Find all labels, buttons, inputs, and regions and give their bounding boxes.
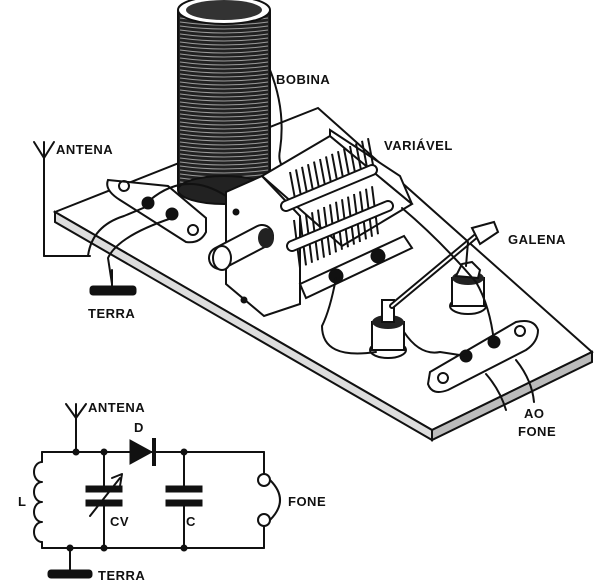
coil-winding: [179, 125, 269, 130]
label-fone-schematic: FONE: [288, 494, 326, 509]
coil-winding: [179, 97, 269, 102]
coil-winding: [179, 61, 269, 66]
coil-winding: [179, 73, 269, 78]
coil-winding: [179, 57, 269, 62]
coil-winding: [179, 41, 269, 46]
coil-winding: [179, 77, 269, 82]
coil-winding: [179, 49, 269, 54]
label-variavel: VARIÁVEL: [384, 138, 453, 153]
coil-winding: [179, 45, 269, 50]
coil-winding: [179, 93, 269, 98]
coil-winding: [179, 81, 269, 86]
coil-winding: [179, 33, 269, 38]
coil-winding: [179, 101, 269, 106]
coil-winding: [179, 85, 269, 90]
coil-winding: [179, 129, 269, 134]
galena-detector: [369, 220, 500, 359]
label-antena-schematic: ANTENA: [88, 400, 145, 415]
antenna-ground-pictorial: [33, 141, 137, 296]
coil-winding: [179, 117, 269, 122]
coil-winding: [179, 161, 269, 166]
label-terra-top: TERRA: [88, 306, 135, 321]
label-cv: CV: [110, 514, 129, 529]
schematic: [33, 403, 281, 579]
labels: BOBINA ANTENA VARIÁVEL GALENA TERRA AO F…: [18, 72, 566, 583]
coil-winding: [179, 169, 269, 174]
label-bobina: BOBINA: [276, 72, 330, 87]
coil-winding: [179, 121, 269, 126]
coil-winding: [179, 53, 269, 58]
coil-winding: [179, 141, 269, 146]
coil-winding: [179, 149, 269, 154]
label-fone-top: FONE: [518, 424, 556, 439]
label-l: L: [18, 494, 26, 509]
coil-winding: [179, 25, 269, 30]
coil-winding: [179, 109, 269, 114]
coil-winding: [179, 105, 269, 110]
coil-winding: [179, 29, 269, 34]
coil-winding: [179, 137, 269, 142]
label-ao: AO: [524, 406, 545, 421]
label-d: D: [134, 420, 144, 435]
coil-winding: [179, 133, 269, 138]
wiring: [87, 183, 535, 411]
coil-winding: [179, 65, 269, 70]
coil-winding: [179, 157, 269, 162]
variable-capacitor: [208, 128, 414, 318]
coil-winding: [179, 69, 269, 74]
label-terra-schematic: TERRA: [98, 568, 145, 583]
coil-winding: [179, 165, 269, 170]
coil-winding: [179, 145, 269, 150]
label-antena-top: ANTENA: [56, 142, 113, 157]
label-c: C: [186, 514, 196, 529]
label-galena: GALENA: [508, 232, 566, 247]
coil-winding: [179, 113, 269, 118]
coil-winding: [179, 153, 269, 158]
coil-winding: [179, 89, 269, 94]
coil-winding: [179, 37, 269, 42]
